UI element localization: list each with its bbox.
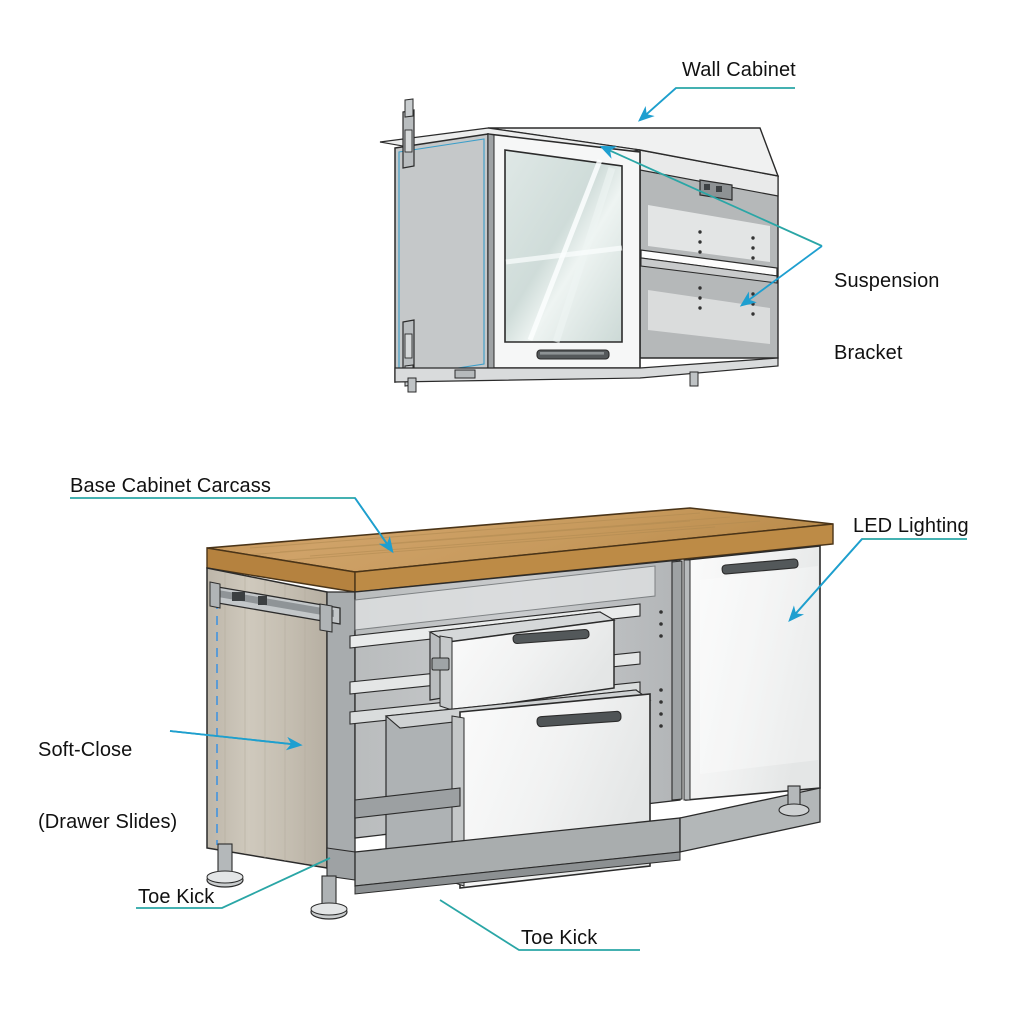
label-suspension-bracket-line1: Suspension [834, 270, 940, 292]
wall-cabinet-mount-pin-left [407, 377, 417, 393]
leader-suspension-bracket [599, 145, 823, 247]
wall-cabinet-center-door [487, 133, 641, 369]
base-cabinet-side-panel [206, 567, 328, 869]
leader-toe-kick-left [136, 857, 331, 909]
base-cabinet-countertop [206, 507, 834, 593]
label-suspension-bracket-line2: Bracket [834, 342, 903, 364]
label-toe-kick-left: Toe Kick [138, 886, 215, 908]
leader-toe-kick-bottom [439, 899, 640, 951]
label-soft-close-drawer-slides: Soft-Close (Drawer Slides) [38, 690, 177, 882]
label-soft-close-line1: Soft-Close [38, 739, 133, 761]
lower-drawer-handle [536, 710, 622, 728]
label-toe-kick-bottom: Toe Kick [521, 927, 598, 949]
right-door-handle [721, 558, 799, 575]
leader-arrowheads [169, 87, 863, 751]
upper-open-drawer [428, 611, 616, 713]
wall-cabinet-mount-pin-right [689, 371, 699, 387]
leader-wall-cabinet [639, 87, 795, 121]
base-cabinet-legs [206, 785, 810, 920]
label-wall-cabinet: Wall Cabinet [682, 59, 796, 81]
upper-drawer-handle [512, 628, 590, 645]
wall-cabinet-assembly [379, 98, 780, 393]
label-suspension-bracket: Suspension Bracket [834, 221, 940, 413]
base-cabinet-right-door [683, 545, 821, 801]
base-cabinet-assembly [206, 507, 834, 920]
toe-kick-plinth [326, 787, 821, 895]
label-soft-close-line2: (Drawer Slides) [38, 811, 178, 833]
drawer-slide-hardware [209, 581, 341, 633]
label-base-cabinet-carcass: Base Cabinet Carcass [70, 475, 271, 497]
wall-cabinet-door-handle [536, 349, 610, 360]
label-led-lighting: LED Lighting [853, 515, 969, 537]
wall-cabinet-open-compartment [639, 149, 779, 359]
